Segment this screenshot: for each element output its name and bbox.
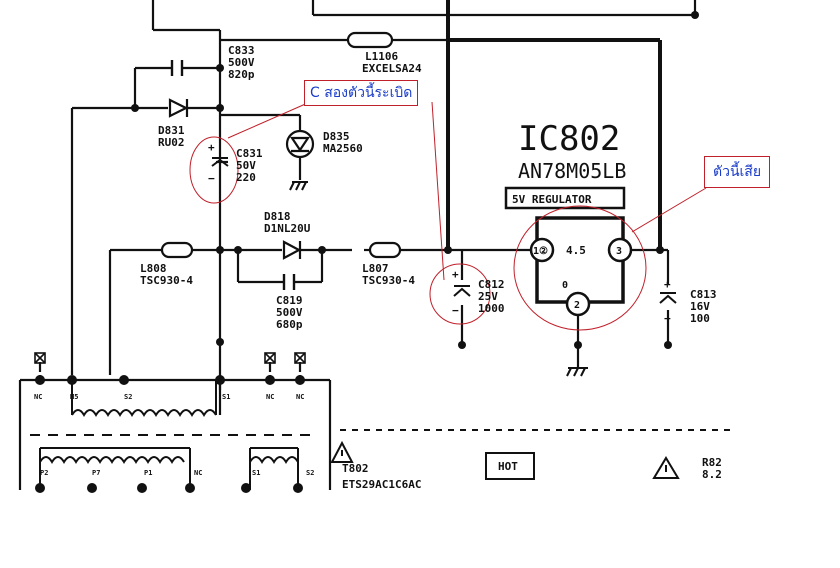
inductors — [160, 31, 402, 259]
ic802-pin-in-label: 1② — [533, 246, 548, 257]
c831-voltage: 50V — [236, 159, 256, 172]
ic802-pin-gnd-label: 2 — [574, 300, 580, 311]
cap-c813 — [659, 292, 677, 304]
inductor-l1106 — [346, 31, 394, 49]
t802-value: ETS29AC1C6AC — [342, 478, 421, 491]
electrolytic-caps — [211, 157, 677, 304]
warning-icon — [652, 456, 680, 479]
r825-ref: R82 — [702, 456, 722, 469]
pin-top-3: S1 — [222, 393, 230, 401]
l807-ref: L807 — [362, 262, 389, 275]
ic802-gnd-label: 0 — [562, 280, 568, 291]
ic802-pins — [529, 237, 633, 317]
pin-bottom-4: S1 — [252, 469, 260, 477]
nc-markers — [34, 352, 306, 364]
c812-minus: − — [452, 304, 459, 317]
t802-ref: T802 — [342, 462, 369, 475]
c813-plus: + — [664, 278, 671, 291]
c833-ref: C833 — [228, 44, 255, 57]
c812-ref: C812 — [478, 278, 505, 291]
labels: C833 500V 820p L1106 EXCELSA24 D831 RU02… — [140, 44, 722, 491]
highlight-c812 — [429, 263, 491, 325]
c812-voltage: 25V — [478, 290, 498, 303]
ic-pin-out — [607, 237, 633, 263]
c833-value: 820p — [228, 68, 255, 81]
ground-icon — [566, 367, 588, 377]
c831-plus: + — [208, 141, 215, 154]
hot-label: HOT — [498, 460, 518, 473]
pin-top-2: S2 — [124, 393, 132, 401]
cap-c831 — [211, 157, 229, 167]
pin-bottom-2: P1 — [144, 469, 152, 477]
d835-ref: D835 — [323, 130, 350, 143]
c813-value: 100 — [690, 312, 710, 325]
ic-pin-gnd — [565, 291, 591, 317]
pin-top-0: NC — [34, 393, 42, 401]
annotation-ic-note: ตัวนี้เสีย — [704, 156, 771, 188]
d818-ref: D818 — [264, 210, 291, 223]
l1106-ref: L1106 — [365, 50, 398, 63]
ic-pin-in — [529, 237, 555, 263]
pin-top-5: NC — [296, 393, 304, 401]
ground-symbols — [289, 181, 588, 377]
l808-value: TSC930-4 — [140, 274, 193, 287]
highlight-ic802 — [513, 205, 647, 331]
c813-voltage: 16V — [690, 300, 710, 313]
c819-voltage: 500V — [276, 306, 303, 319]
d835-value: MA2560 — [323, 142, 363, 155]
ic802-pin-mid-label: 4.5 — [566, 244, 586, 257]
transformer-pin-labels: NC M5 S2 S1 NC NC P2 P7 P1 NC S1 S2 — [34, 393, 314, 477]
c812-value: 1000 — [478, 302, 505, 315]
ic802-ref: IC802 — [518, 119, 620, 159]
hot-box — [485, 452, 535, 480]
inductor-l808 — [160, 241, 194, 259]
wires — [18, 0, 697, 490]
c813-ref: C813 — [690, 288, 717, 301]
ic802-pin-out-label: 3 — [616, 246, 622, 257]
pin-bottom-1: P7 — [92, 469, 100, 477]
d818-value: D1NL20U — [264, 222, 311, 235]
l807-value: TSC930-4 — [362, 274, 415, 287]
ic802-desc: 5V REGULATOR — [512, 193, 592, 206]
pin-bottom-5: S2 — [306, 469, 314, 477]
zener-d835 — [285, 129, 315, 159]
junctions — [35, 11, 699, 493]
l808-ref: L808 — [140, 262, 167, 275]
transformer-t802 — [30, 380, 310, 490]
c812-plus: + — [452, 268, 459, 281]
ic802-part: AN78M05LB — [518, 159, 626, 183]
r825-value: 8.2 — [702, 468, 722, 481]
d831-value: RU02 — [158, 136, 185, 149]
highlight-c831 — [189, 136, 239, 204]
c833-voltage: 500V — [228, 56, 255, 69]
d831-ref: D831 — [158, 124, 185, 137]
annotation-cap-note: C สองตัวนี้ระเบิด — [304, 80, 419, 106]
cap-c812 — [453, 285, 471, 297]
ground-icon — [289, 181, 308, 191]
pin-bottom-0: P2 — [40, 469, 48, 477]
l1106-value: EXCELSA24 — [362, 62, 422, 75]
inductor-l807 — [368, 241, 402, 259]
c819-ref: C819 — [276, 294, 303, 307]
pin-bottom-3: NC — [194, 469, 202, 477]
diode-d818 — [282, 240, 302, 260]
c831-minus: − — [208, 172, 215, 185]
caps — [170, 60, 296, 290]
c831-value: 220 — [236, 171, 256, 184]
c831-ref: C831 — [236, 147, 263, 160]
ic802-body — [535, 216, 625, 304]
warning-icon — [330, 440, 354, 463]
diode-d831 — [168, 98, 189, 118]
highlight-circles — [189, 101, 707, 331]
pin-top-1: M5 — [70, 393, 78, 401]
pin-top-4: NC — [266, 393, 274, 401]
c819-value: 680p — [276, 318, 303, 331]
c813-minus: − — [664, 312, 671, 325]
